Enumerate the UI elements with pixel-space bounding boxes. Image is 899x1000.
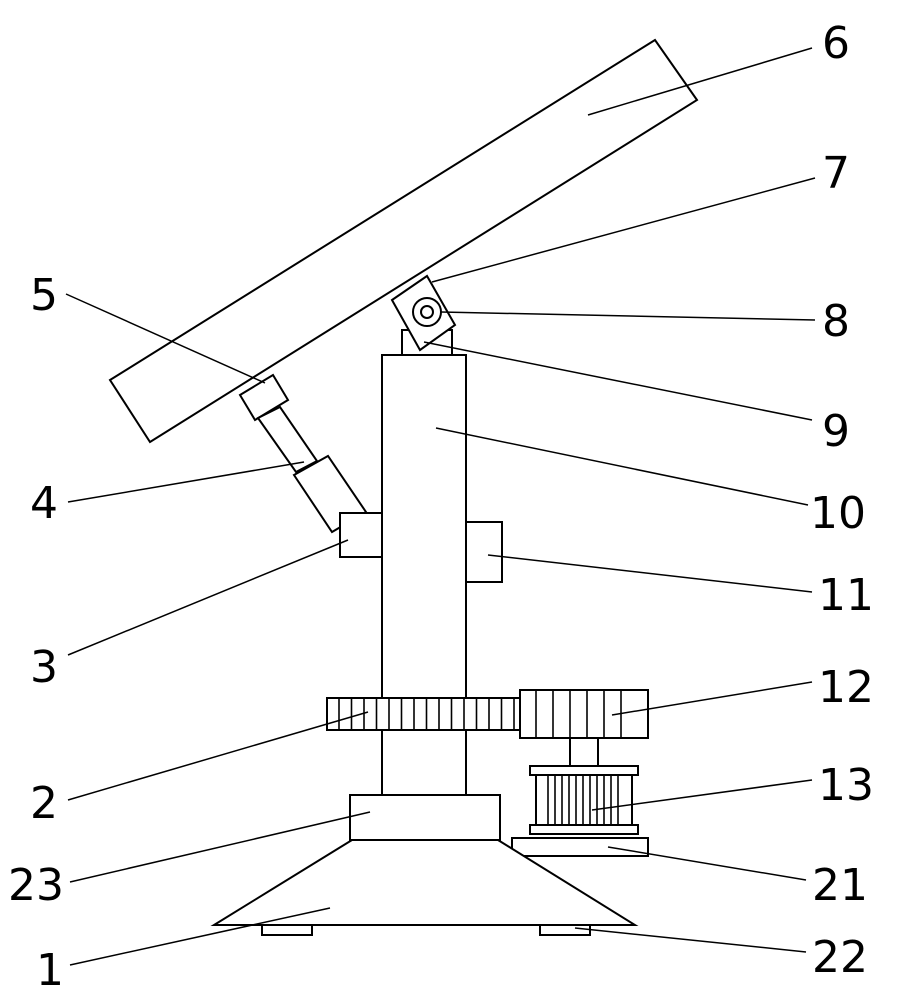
leader-9: [423, 341, 813, 421]
leader-1: [69, 907, 331, 966]
cylinder-rod: [256, 405, 319, 474]
leader-12: [611, 681, 813, 716]
label-2: 2: [30, 778, 58, 829]
leader-lines: [65, 47, 816, 966]
label-9: 9: [822, 406, 850, 457]
leader-4: [67, 461, 305, 503]
label-8: 8: [822, 296, 850, 347]
label-12: 12: [818, 662, 874, 713]
solar-panel: [108, 38, 699, 444]
leader-7: [431, 177, 816, 283]
bracket-left: [339, 512, 383, 558]
column-base: [349, 794, 501, 841]
leader-5: [65, 293, 266, 384]
label-4: 4: [30, 478, 58, 529]
label-11: 11: [818, 570, 874, 621]
leader-8: [440, 311, 816, 321]
motor-base: [511, 837, 649, 857]
leader-22: [574, 927, 807, 953]
leader-3: [67, 539, 349, 656]
label-21: 21: [812, 860, 868, 911]
label-5: 5: [30, 270, 58, 321]
label-13: 13: [818, 760, 874, 811]
leader-6: [587, 47, 813, 116]
label-7: 7: [822, 148, 850, 199]
label-22: 22: [812, 932, 868, 983]
label-3: 3: [30, 642, 58, 693]
part-labels: 6 7 8 9 10 11 12 13 21 22 5 4 3 2 23 1: [8, 18, 874, 996]
base: [210, 839, 639, 926]
leader-11: [487, 554, 813, 593]
drive-gear: [519, 689, 649, 739]
hinge-pin-inner: [420, 305, 434, 319]
motor: [529, 765, 639, 835]
foot-right: [539, 924, 591, 936]
leader-23: [69, 811, 371, 883]
leader-13: [591, 779, 813, 811]
label-23: 23: [8, 860, 64, 911]
label-6: 6: [822, 18, 850, 69]
label-1: 1: [36, 945, 64, 996]
motor-shaft: [569, 737, 599, 767]
bracket-right: [465, 521, 503, 583]
leader-2: [67, 711, 369, 801]
leader-10: [435, 427, 809, 506]
large-gear: [326, 697, 526, 731]
leader-21: [607, 846, 807, 881]
label-10: 10: [810, 488, 866, 539]
foot-left: [261, 924, 313, 936]
